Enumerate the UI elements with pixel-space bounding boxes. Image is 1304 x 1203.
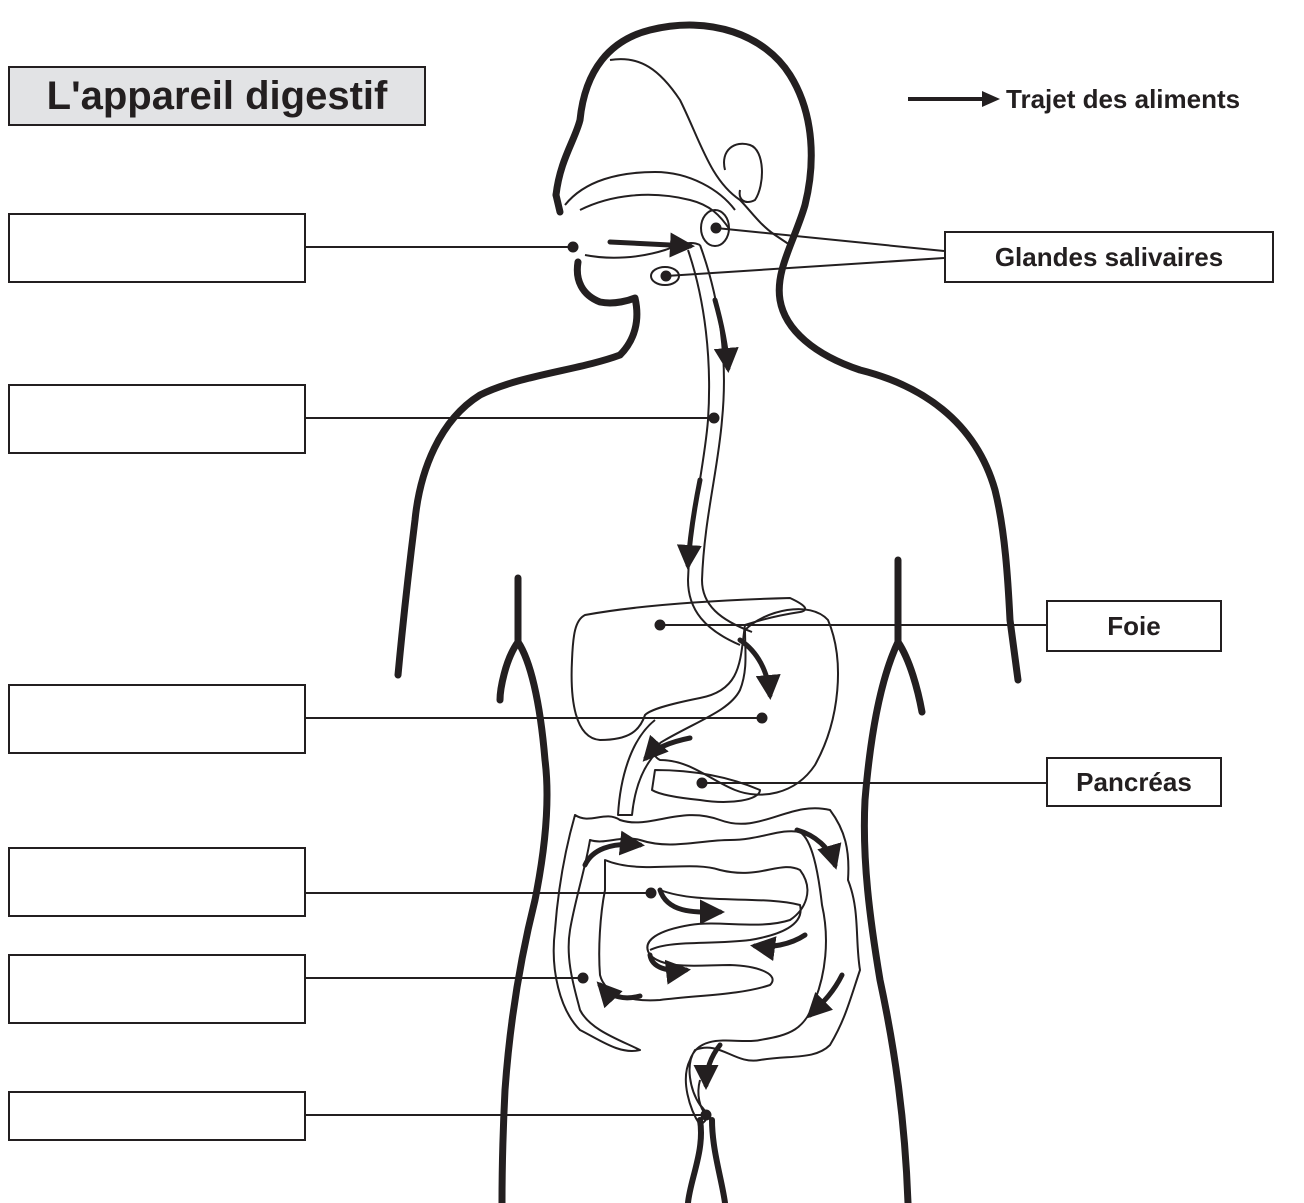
small-intestine bbox=[599, 860, 807, 1000]
label-box-esophagus[interactable] bbox=[8, 384, 306, 454]
label-box-stomach[interactable] bbox=[8, 684, 306, 754]
label-box-anus[interactable] bbox=[8, 1091, 306, 1141]
label-salivary-glands: Glandes salivaires bbox=[944, 231, 1274, 283]
head-inner-line bbox=[610, 59, 790, 245]
body-silhouette bbox=[398, 25, 1018, 1203]
label-pancreas: Pancréas bbox=[1046, 757, 1222, 807]
label-box-small-intestine[interactable] bbox=[8, 847, 306, 917]
legend: Trajet des aliments bbox=[906, 80, 1298, 118]
food-path-arrows bbox=[585, 242, 842, 1085]
leader-lines bbox=[306, 224, 1046, 1120]
organ-outlines bbox=[554, 59, 860, 1125]
label-box-mouth[interactable] bbox=[8, 213, 306, 283]
ear bbox=[724, 144, 762, 202]
page-title: L'appareil digestif bbox=[8, 66, 426, 126]
label-box-large-intestine[interactable] bbox=[8, 954, 306, 1024]
legend-arrow-icon bbox=[906, 89, 1002, 109]
small-intestine-loop bbox=[650, 890, 801, 950]
esophagus-right bbox=[700, 245, 752, 632]
esophagus-left bbox=[688, 250, 740, 645]
duodenum bbox=[618, 720, 665, 815]
label-liver: Foie bbox=[1046, 600, 1222, 652]
legend-label: Trajet des aliments bbox=[1006, 84, 1240, 115]
